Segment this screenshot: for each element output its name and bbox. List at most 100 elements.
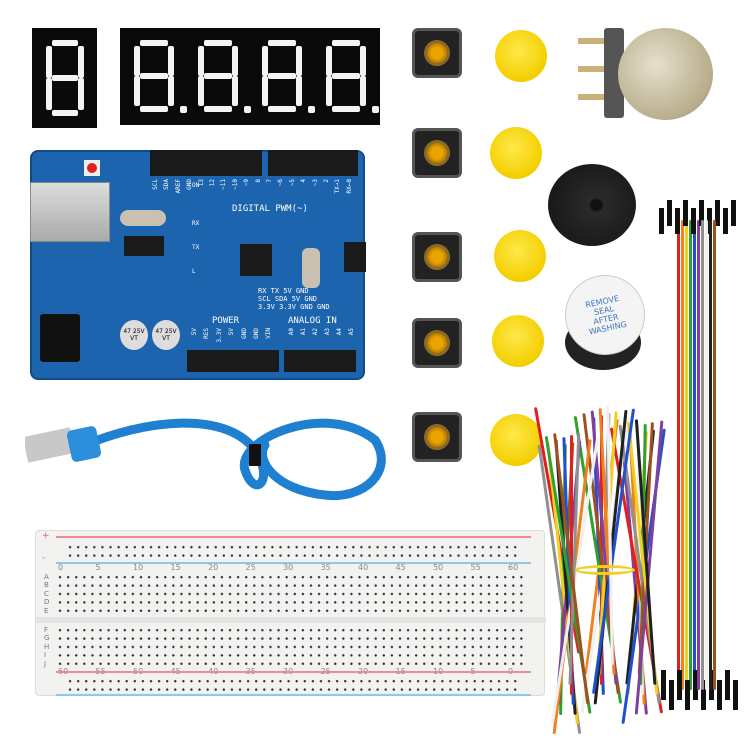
rail-line-blue bbox=[56, 562, 531, 564]
decimal-point bbox=[308, 106, 315, 113]
power-header bbox=[187, 350, 279, 372]
yellow-button-cap bbox=[492, 315, 544, 367]
yellow-button-cap bbox=[495, 30, 547, 82]
display-segment bbox=[134, 76, 140, 106]
dupont-connector bbox=[717, 680, 722, 710]
digital-pin-label: SCL bbox=[152, 179, 159, 190]
led-label: TX bbox=[192, 244, 200, 251]
power-rail-holes bbox=[66, 677, 521, 693]
passive-buzzer bbox=[548, 164, 636, 246]
decimal-point bbox=[244, 106, 251, 113]
minus-label: - bbox=[42, 553, 46, 563]
column-number: 0 bbox=[58, 563, 64, 572]
dupont-connector bbox=[701, 680, 706, 710]
icsp-label: 3.3V 3.3V GND GND bbox=[258, 303, 330, 311]
display-segment bbox=[134, 46, 140, 76]
display-segment bbox=[198, 46, 204, 76]
ribbon-wire bbox=[693, 220, 696, 690]
display-segment bbox=[232, 76, 238, 106]
display-segment bbox=[326, 76, 332, 106]
digital-pin-label: ~6 bbox=[277, 179, 285, 187]
row-label: E bbox=[44, 606, 49, 615]
digital-pin-label: 12 bbox=[209, 179, 216, 187]
display-segment bbox=[46, 46, 52, 78]
ribbon-wire bbox=[689, 220, 692, 690]
row-label: F bbox=[44, 626, 49, 634]
led-label: L bbox=[192, 268, 196, 275]
dupont-connector bbox=[733, 680, 738, 710]
digital-header bbox=[150, 150, 262, 176]
dupont-connector bbox=[677, 670, 682, 700]
jumper-wire-bundle bbox=[533, 395, 690, 735]
ribbon-wire bbox=[713, 220, 716, 690]
display-segment bbox=[140, 106, 168, 112]
dupont-connector bbox=[661, 670, 666, 700]
display-segment bbox=[360, 76, 366, 106]
power-pin-label: 5V bbox=[191, 328, 198, 336]
column-number: 60 bbox=[508, 563, 519, 572]
push-button bbox=[412, 318, 462, 368]
row-label: H bbox=[44, 642, 50, 651]
digital-pin-label: ~11 bbox=[220, 179, 228, 190]
push-button bbox=[412, 232, 462, 282]
digital-pin-label: ~5 bbox=[288, 179, 296, 187]
four-digit-display bbox=[120, 28, 380, 125]
ribbon-wire bbox=[709, 220, 712, 690]
display-segment bbox=[332, 73, 360, 79]
display-segment bbox=[296, 46, 302, 76]
dupont-connector bbox=[715, 200, 720, 226]
display-segment bbox=[140, 73, 168, 79]
dupont-connector bbox=[691, 208, 696, 234]
dupont-connector bbox=[699, 200, 704, 226]
display-segment bbox=[332, 40, 360, 46]
row-label: J bbox=[44, 659, 47, 668]
row-label: A bbox=[44, 573, 49, 581]
analog-header bbox=[284, 350, 356, 372]
column-number: 5 bbox=[95, 563, 101, 572]
digital-pin-label: 7 bbox=[266, 179, 273, 183]
analog-pin-label: A3 bbox=[324, 328, 331, 336]
column-number: 10 bbox=[133, 563, 144, 572]
center-channel bbox=[36, 617, 546, 623]
display-segment bbox=[140, 40, 168, 46]
ribbon-wire bbox=[697, 220, 700, 690]
digital-pin-label: ~10 bbox=[231, 179, 239, 190]
icsp-header bbox=[344, 242, 366, 272]
column-number: 35 bbox=[320, 563, 331, 572]
reset-button bbox=[84, 160, 100, 176]
yellow-button-cap bbox=[494, 230, 546, 282]
display-segment bbox=[268, 40, 296, 46]
dupont-connector bbox=[685, 680, 690, 710]
display-segment bbox=[46, 78, 52, 110]
column-number: 15 bbox=[170, 563, 181, 572]
column-number: 55 bbox=[470, 563, 481, 572]
dupont-connector bbox=[693, 670, 698, 700]
power-rail-holes bbox=[66, 543, 521, 559]
digital-pin-label: 4 bbox=[300, 179, 308, 183]
ribbon-wire bbox=[705, 220, 708, 690]
atmega-chip bbox=[240, 244, 272, 276]
dupont-connector bbox=[725, 670, 730, 700]
single-digit-display bbox=[32, 28, 97, 128]
ribbon-wire bbox=[685, 220, 688, 690]
decimal-point bbox=[372, 106, 379, 113]
row-label: I bbox=[44, 651, 47, 660]
power-label: POWER bbox=[212, 316, 240, 326]
display-segment bbox=[262, 46, 268, 76]
display-segment bbox=[168, 76, 174, 106]
display-segment bbox=[262, 76, 268, 106]
display-segment bbox=[78, 46, 84, 78]
row-label: D bbox=[44, 598, 50, 607]
digital-label: DIGITAL PWM(~) bbox=[232, 204, 308, 214]
analog-pin-label: A0 bbox=[288, 328, 295, 336]
display-segment bbox=[232, 46, 238, 76]
ribbon-wire bbox=[701, 220, 704, 690]
active-buzzer: REMOVE SEAL AFTER WASHING bbox=[557, 267, 653, 371]
digital-pin-label: AREF bbox=[174, 179, 182, 194]
dupont-connector bbox=[675, 208, 680, 234]
column-number: 50 bbox=[433, 563, 444, 572]
digital-header-2 bbox=[268, 150, 358, 176]
display-segment bbox=[198, 76, 204, 106]
display-segment bbox=[204, 40, 232, 46]
display-segment bbox=[268, 73, 296, 79]
